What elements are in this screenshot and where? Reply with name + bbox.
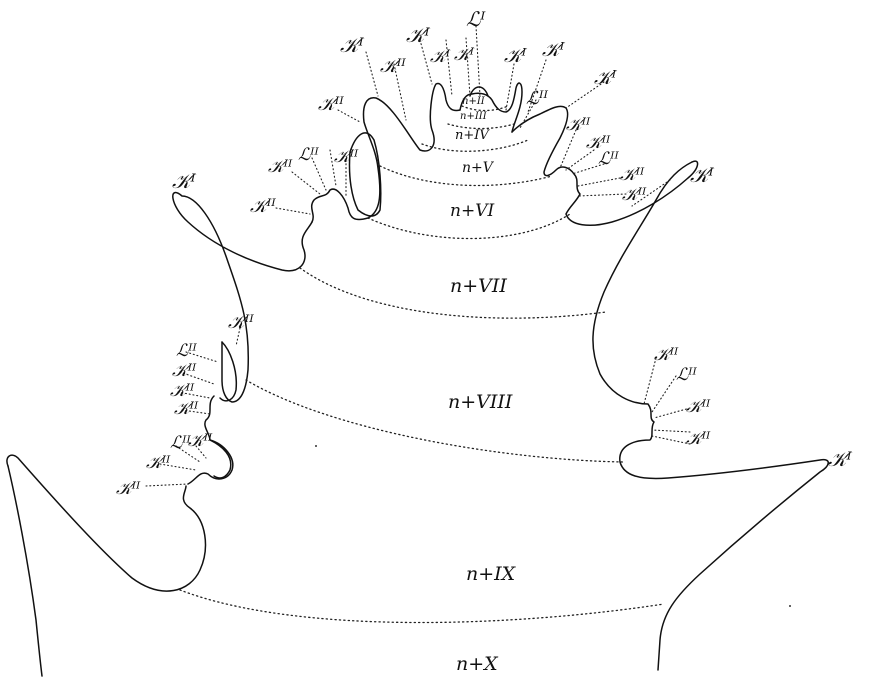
segment-label-n9: n+IX xyxy=(466,563,517,585)
boundary-n4 xyxy=(447,123,515,130)
label-l2: ℒᴵᴵ xyxy=(176,341,197,361)
boundary-n7 xyxy=(367,213,571,240)
label-k2: 𝒦ᴵᴵ xyxy=(620,165,645,185)
segment-label-n7: n+VII xyxy=(450,275,507,297)
boundary-n6 xyxy=(379,165,553,187)
label-l2: ℒᴵᴵ xyxy=(170,433,191,453)
label-k2: 𝒦ᴵᴵ xyxy=(116,479,141,499)
boundary-n3 xyxy=(461,105,509,112)
label-k2: 𝒦ᴵᴵ xyxy=(250,196,276,217)
boundary-n9 xyxy=(245,379,625,463)
segment-label-n2: n+II xyxy=(462,96,486,107)
label-k2: 𝒦ᴵᴵ xyxy=(586,133,611,153)
label-k2: 𝒦ᴵᴵ xyxy=(188,431,213,451)
ink-speck xyxy=(315,445,317,447)
label-k2: 𝒦ᴵᴵ xyxy=(654,345,679,365)
label-k1-small: 𝒦ᴵ xyxy=(430,47,451,67)
segment-label-n8: n+VIII xyxy=(448,391,513,413)
label-k2: 𝒦ᴵᴵ xyxy=(334,147,359,167)
label-k1: 𝒦ᴵ xyxy=(172,169,197,193)
segment-label-n5: n+V xyxy=(462,160,495,176)
label-l2: ℒᴵᴵ xyxy=(598,149,619,169)
right-body-contour xyxy=(592,161,829,671)
upper-left-lobe-inner xyxy=(348,132,382,217)
label-l1: ℒᴵ xyxy=(466,7,486,31)
label-k2: 𝒦ᴵᴵ xyxy=(268,157,293,177)
boundary-n5 xyxy=(421,139,529,152)
segment-label-n6: n+VI xyxy=(450,201,494,221)
label-k2: 𝒦ᴵᴵ xyxy=(170,381,195,401)
left-lobe-lower xyxy=(187,439,234,485)
boundary-n8 xyxy=(299,267,607,319)
label-k1: 𝒦ᴵ xyxy=(594,67,618,89)
label-k2: 𝒦ᴵᴵ xyxy=(622,185,647,205)
label-k2: 𝒦ᴵᴵ xyxy=(566,115,591,135)
left-body-contour xyxy=(6,191,313,592)
label-l2: ℒᴵᴵ xyxy=(298,145,319,165)
label-l2: ℒᴵᴵ xyxy=(676,365,697,385)
label-k2-alt: 𝒦ᴵᴵ xyxy=(686,397,711,417)
label-k2: 𝒦ᴵᴵ xyxy=(228,312,254,333)
label-k1-small: 𝒦ᴵ xyxy=(454,45,475,65)
label-k2: 𝒦ᴵᴵ xyxy=(380,56,406,77)
upper-left-lobes xyxy=(310,82,461,223)
segment-label-n10: n+X xyxy=(456,653,499,675)
boundary-n10 xyxy=(179,589,665,624)
label-k1: 𝒦ᴵ xyxy=(828,447,853,471)
label-k2: 𝒦ᴵᴵ xyxy=(174,399,199,419)
head-cap xyxy=(459,82,523,133)
label-k1: 𝒦ᴵ xyxy=(406,23,431,47)
label-k2: 𝒦ᴵᴵ xyxy=(172,361,197,381)
annotation-labels: 𝒦ᴵ 𝒦ᴵ 𝒦ᴵᴵ 𝒦ᴵ 𝒦ᴵ ℒᴵ 𝒦ᴵ 𝒦ᴵ 𝒦ᴵ ℒᴵᴵ 𝒦ᴵᴵ 𝒦ᴵᴵ … xyxy=(116,7,853,499)
label-k1: 𝒦ᴵ xyxy=(542,39,566,61)
label-k1: 𝒦ᴵ xyxy=(690,163,715,187)
label-k2: 𝒦ᴵᴵ xyxy=(318,94,344,115)
segment-label-n4: n+IV xyxy=(455,128,490,143)
left-tail xyxy=(7,465,43,677)
leader-lines xyxy=(145,25,691,487)
segment-label-n3: n+III xyxy=(460,111,488,122)
label-k2-alt: 𝒦ᴵᴵ xyxy=(686,429,711,449)
label-k1: 𝒦ᴵ xyxy=(340,33,365,57)
ink-speck xyxy=(789,605,791,607)
label-k1: 𝒦ᴵ xyxy=(504,45,528,67)
label-l2: ℒᴵᴵ xyxy=(526,88,548,109)
left-lobe-upper xyxy=(219,341,238,402)
label-k2: 𝒦ᴵᴵ xyxy=(146,453,171,473)
